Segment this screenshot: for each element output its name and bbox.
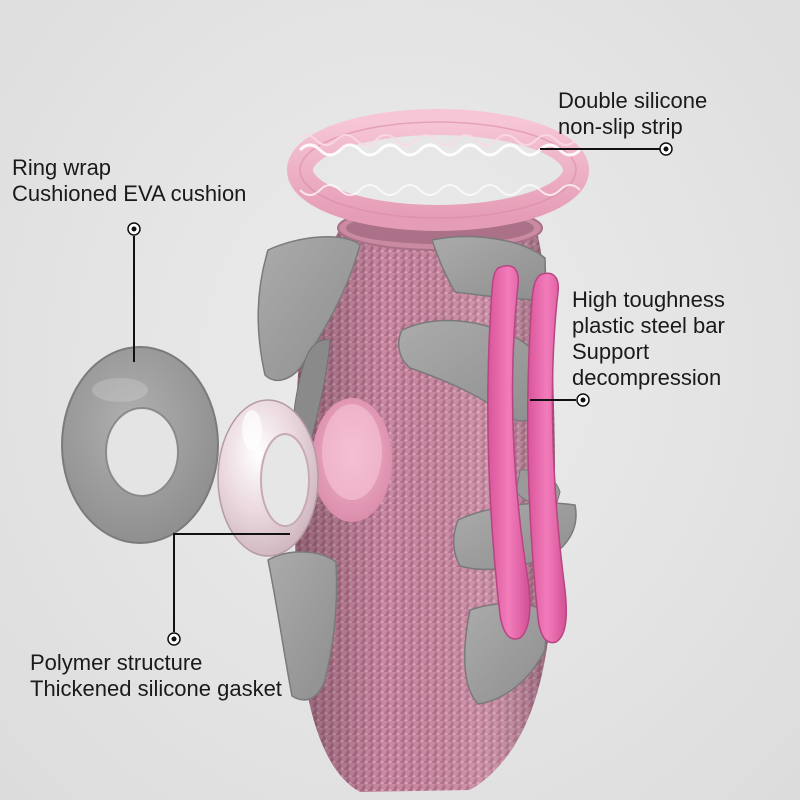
- leader-gasket: [173, 533, 290, 632]
- callout-ring-wrap-line1: Ring wrap: [12, 155, 112, 180]
- marker-steel-bar: [576, 393, 590, 407]
- callout-steel-bar-line2: plastic steel bar: [572, 313, 725, 338]
- callout-steel-bar-line1: High toughness: [572, 287, 725, 312]
- marker-strip: [659, 142, 673, 156]
- eva-cushion-disc: [61, 346, 219, 544]
- callout-silicone-strip: Double silicone non-slip strip: [558, 88, 707, 140]
- callout-gasket-line1: Polymer structure: [30, 650, 203, 675]
- callout-steel-bar-line4: decompression: [572, 365, 722, 390]
- marker-gasket: [167, 632, 181, 646]
- callout-markers: [127, 142, 673, 646]
- leader-lines: [133, 148, 660, 632]
- callout-ring-wrap-line2: Cushioned EVA cushion: [12, 181, 247, 206]
- patella-opening: [312, 398, 392, 522]
- callout-steel-bar-line3: Support: [572, 339, 650, 364]
- callout-ring-wrap: Ring wrap Cushioned EVA cushion: [12, 155, 246, 207]
- callout-strip-line2: non-slip strip: [558, 114, 683, 139]
- callout-strip-line1: Double silicone: [558, 88, 708, 113]
- silicone-strip-band: [287, 109, 589, 231]
- callout-gasket: Polymer structure Thickened silicone gas…: [30, 650, 282, 702]
- silicone-gasket-ring: [217, 399, 319, 557]
- callout-steel-bar: High toughness plastic steel bar Support…: [572, 287, 725, 391]
- marker-ring-wrap: [127, 222, 141, 236]
- callout-gasket-line2: Thickened silicone gasket: [30, 676, 282, 701]
- steel-support-bars: [487, 264, 568, 644]
